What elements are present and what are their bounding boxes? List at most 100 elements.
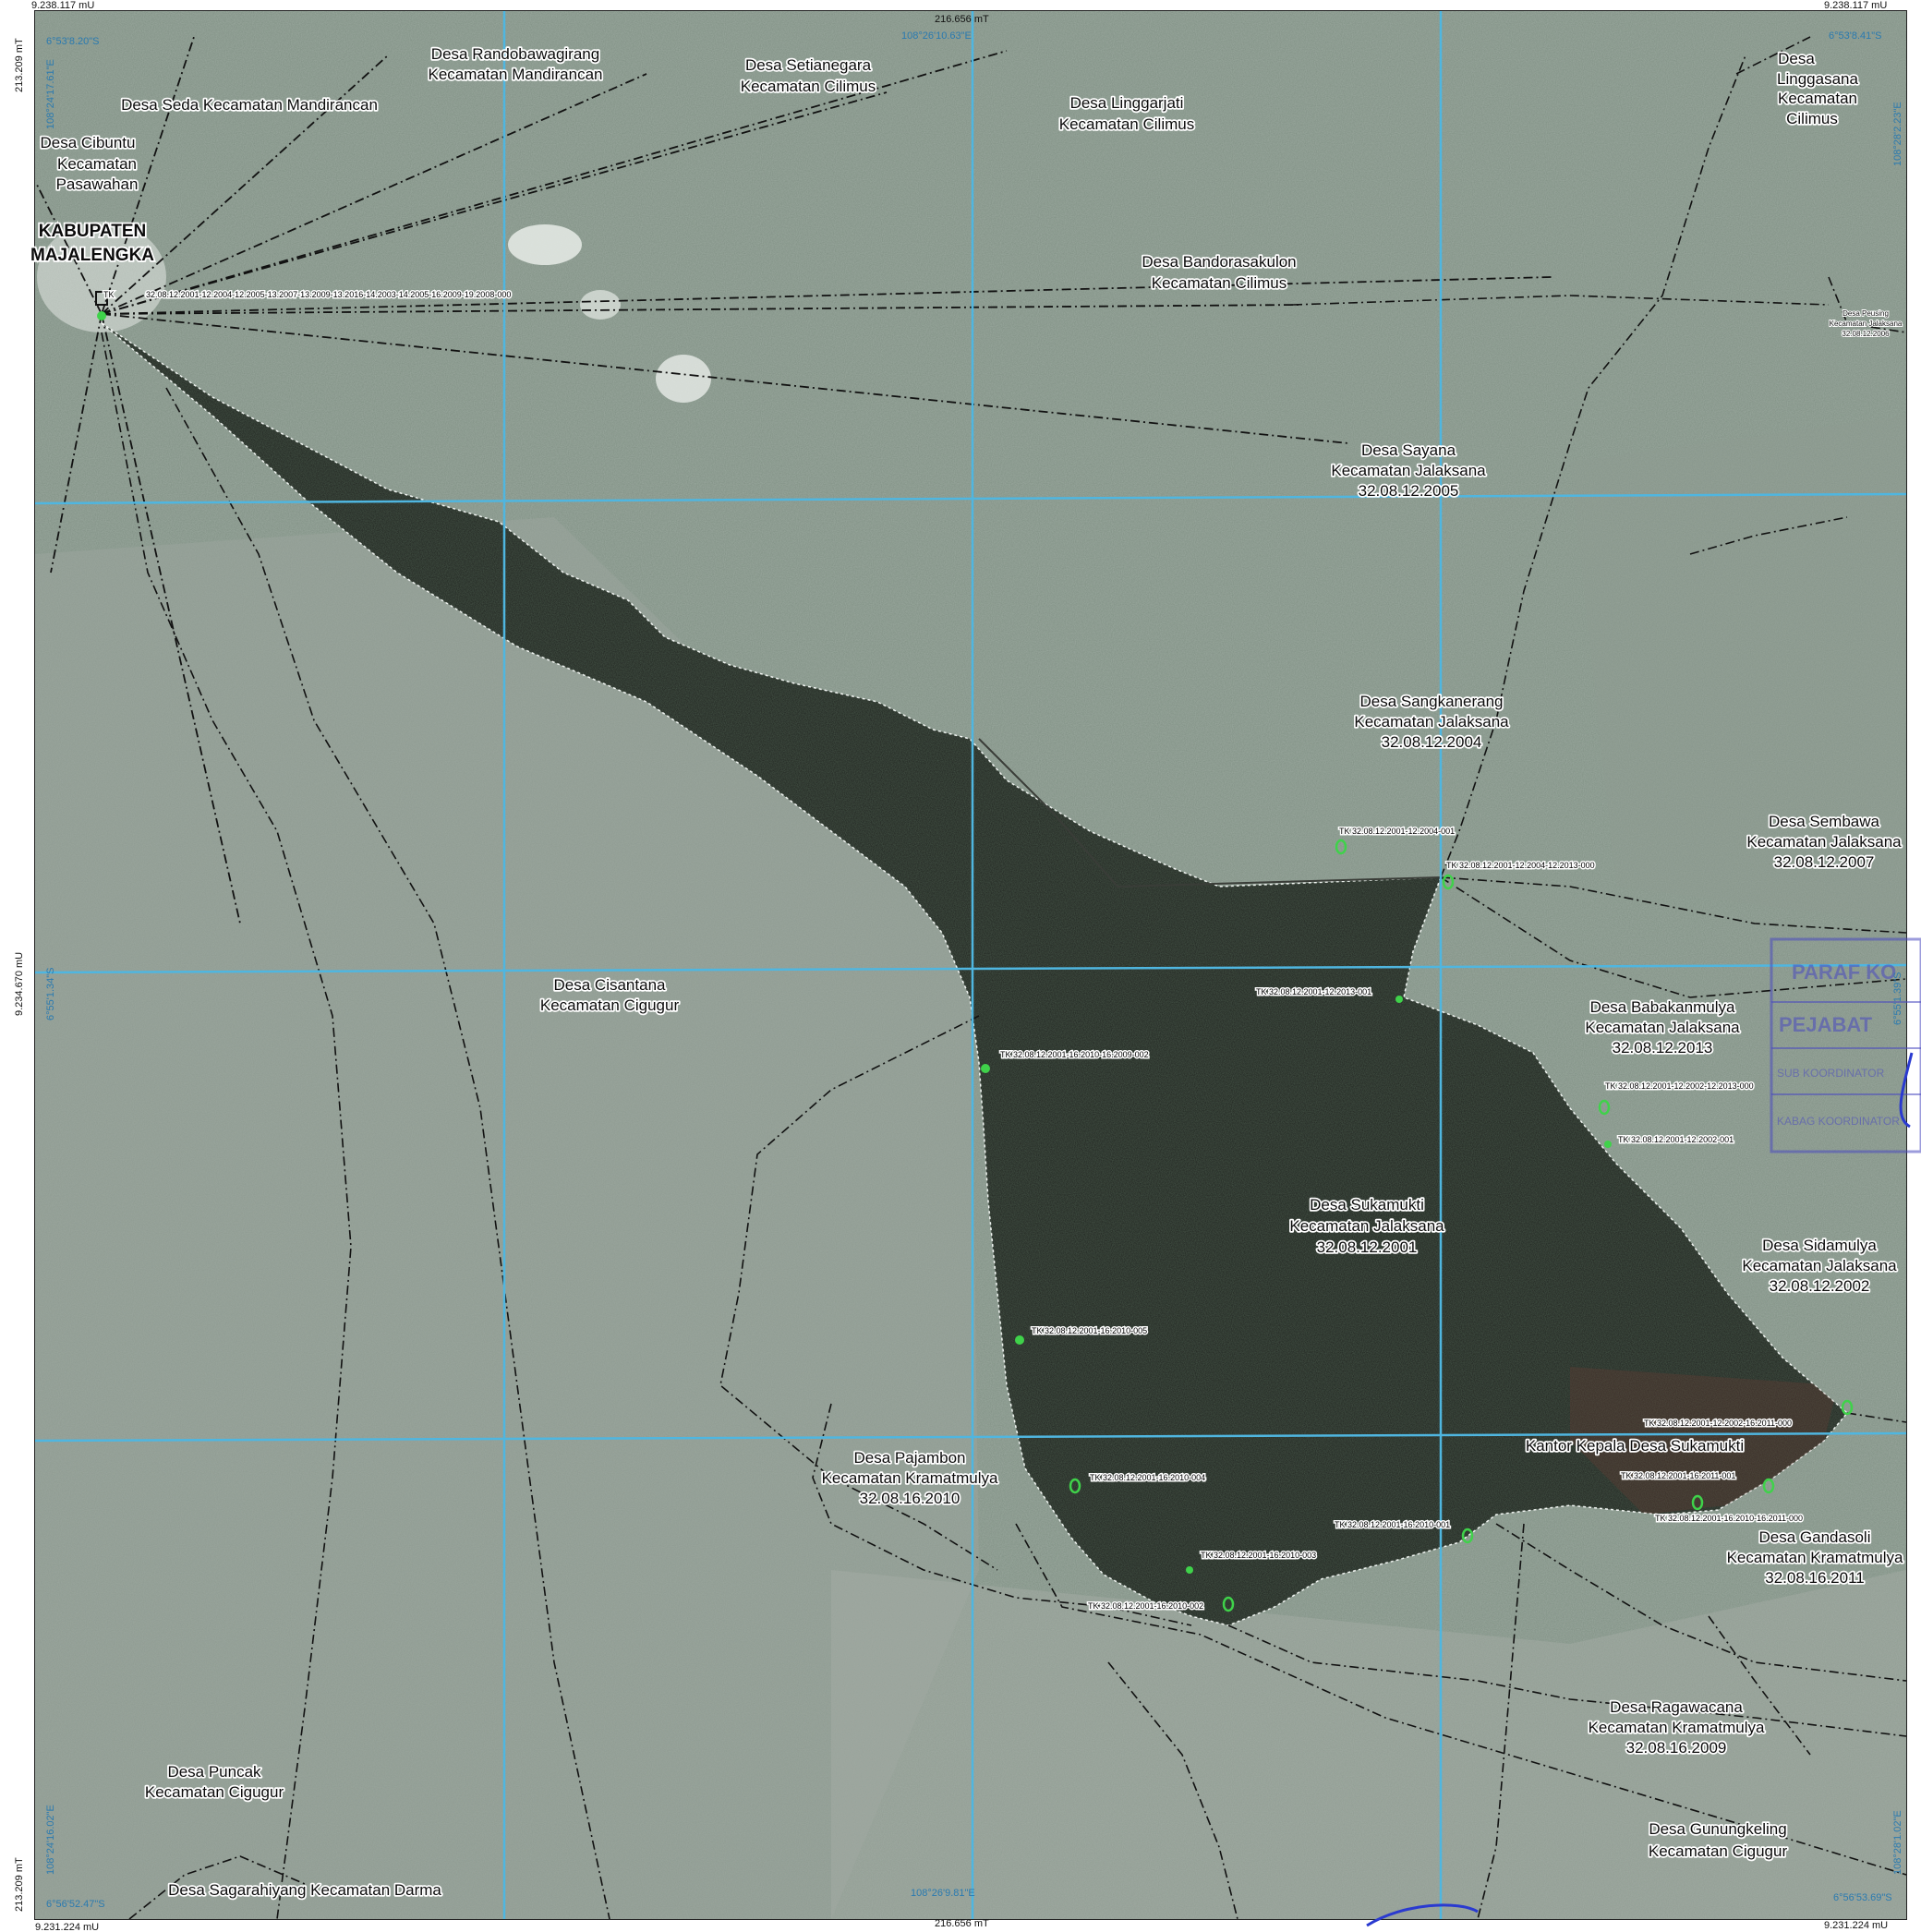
svg-text:TK 32.08.12.2001-12.2004-12.20: TK 32.08.12.2001-12.2004-12.2013-000: [1446, 861, 1595, 870]
svg-text:Pasawahan: Pasawahan: [56, 175, 139, 193]
svg-text:32.08.16.2011: 32.08.16.2011: [1765, 1569, 1864, 1587]
svg-text:TK 32.08.12.2001-16.2010-001: TK 32.08.12.2001-16.2010-001: [1335, 1520, 1450, 1529]
svg-text:Desa Bandorasakulon: Desa Bandorasakulon: [1142, 253, 1296, 271]
apex-boundary-point[interactable]: TK 32.08.12.2001-12.2004-12.2005-13.2007…: [95, 289, 513, 320]
svg-text:Kecamatan Jalaksana: Kecamatan Jalaksana: [1830, 320, 1903, 328]
grid-left-bottom-lon: 108°24'16.02"E: [45, 1805, 56, 1875]
boundary-point[interactable]: TK 32.08.12.2001-16.2010-16.2009-002: [981, 1049, 1150, 1073]
regency-line2: MAJALENGKA: [30, 246, 154, 265]
village-sagarahiyang: Desa Sagarahiyang Kecamatan Darma: [166, 1879, 443, 1901]
village-sukamukti: Desa Sukamukti Kecamatan Jalaksana 32.08…: [1288, 1194, 1446, 1258]
village-babakanmulya: Desa Babakanmulya Kecamatan Jalaksana 32…: [1584, 996, 1742, 1058]
village-cibuntu: Desa Cibuntu Kecamatan Pasawahan: [39, 132, 139, 195]
boundary-point[interactable]: TK 32.08.12.2001-16.2010-16.2011-000: [1654, 1494, 1804, 1525]
svg-text:TK 32.08.12.2001-12.2002-001: TK 32.08.12.2001-12.2002-001: [1618, 1135, 1734, 1144]
grid-bottom-left-lat: 6°56'52.47"S: [46, 1899, 105, 1910]
coord-bottom-left-mu: 9.231.224 mU: [35, 1922, 99, 1932]
svg-text:Desa Gunungkeling: Desa Gunungkeling: [1649, 1820, 1786, 1838]
stamp-line1: PARAF KO: [1792, 960, 1896, 984]
svg-text:32.08.12.2013: 32.08.12.2013: [1613, 1039, 1713, 1057]
coordinate-frame-labels: 9.238.117 mU 9.238.117 mU 216.656 mT 9.2…: [14, 0, 1903, 1932]
coord-bottom-mt: 216.656 mT: [935, 1918, 989, 1929]
svg-text:Linggasana: Linggasana: [1777, 70, 1858, 88]
boundary-point[interactable]: TK 32.08.12.2001-16.2011-001: [1620, 1470, 1775, 1494]
village-sayana: Desa Sayana Kecamatan Jalaksana 32.08.12…: [1330, 440, 1488, 501]
district-boundaries: [101, 36, 1906, 1919]
village-gunungkeling: Desa Gunungkeling Kecamatan Cigugur: [1647, 1818, 1789, 1862]
svg-text:Kecamatan Cilimus: Kecamatan Cilimus: [1152, 274, 1287, 292]
grid-right-top-lon: 108°28'2.23"E: [1892, 102, 1903, 166]
svg-text:32.08.12.2002: 32.08.12.2002: [1770, 1277, 1870, 1295]
svg-text:Kecamatan Cigugur: Kecamatan Cigugur: [145, 1783, 284, 1801]
boundary-point[interactable]: TK 32.08.12.2001-16.2010-003: [1186, 1550, 1318, 1574]
svg-text:Kecamatan Cilimus: Kecamatan Cilimus: [741, 78, 876, 95]
regency-line1: KABUPATEN: [39, 222, 146, 241]
office-label: Kantor Kepala Desa Sukamukti: [1526, 1437, 1744, 1455]
svg-text:Desa Seda Kecamatan Mandiranca: Desa Seda Kecamatan Mandirancan: [121, 96, 378, 114]
svg-text:Desa Puncak: Desa Puncak: [167, 1763, 261, 1781]
village-labels: Desa Randobawagirang Kecamatan Mandiranc…: [39, 43, 1905, 1901]
boundary-point[interactable]: TK 32.08.12.2001-12.2013-001: [1255, 986, 1403, 1003]
svg-text:Desa Sidamulya: Desa Sidamulya: [1762, 1237, 1877, 1254]
svg-text:Desa Cibuntu: Desa Cibuntu: [40, 134, 135, 151]
grid-left-top-lon: 108°24'17.61"E: [45, 59, 56, 129]
svg-text:Kecamatan Jalaksana: Kecamatan Jalaksana: [1331, 462, 1486, 479]
apex-point-label: 32.08.12.2001-12.2004-12.2005-13.2007-13…: [146, 290, 511, 299]
svg-text:32.08.12.2006: 32.08.12.2006: [1842, 330, 1890, 338]
svg-text:TK 32.08.12.2001-12.2002-16.20: TK 32.08.12.2001-12.2002-16.2011-000: [1644, 1419, 1792, 1428]
svg-text:Desa Linggarjati: Desa Linggarjati: [1070, 94, 1184, 112]
boundary-point[interactable]: TK 32.08.12.2001-16.2010-004: [1069, 1472, 1207, 1494]
svg-text:Kecamatan Jalaksana: Kecamatan Jalaksana: [1289, 1217, 1444, 1235]
village-sangkanerang: Desa Sangkanerang Kecamatan Jalaksana 32…: [1353, 691, 1511, 753]
svg-text:TK 32.08.12.2001-16.2010-003: TK 32.08.12.2001-16.2010-003: [1201, 1551, 1316, 1560]
boundary-point[interactable]: TK 32.08.12.2001-12.2004-001: [1335, 826, 1456, 855]
svg-text:Desa Randobawagirang: Desa Randobawagirang: [431, 45, 599, 63]
stamp-line3: SUB KOORDINATOR: [1777, 1067, 1885, 1080]
village-sidamulya: Desa Sidamulya Kecamatan Jalaksana 32.08…: [1741, 1235, 1899, 1297]
coord-top-left-mu: 9.238.117 mU: [31, 0, 94, 11]
grid-left-mid-lat: 6°55'1.34"S: [45, 967, 56, 1020]
boundary-point[interactable]: TK 32.08.12.2001-16.2010-001: [1334, 1519, 1474, 1544]
boundary-point[interactable]: TK 32.08.12.2001-16.2010-002: [1087, 1596, 1235, 1612]
svg-text:TK 32.08.12.2001-16.2010-005: TK 32.08.12.2001-16.2010-005: [1032, 1326, 1147, 1335]
svg-text:Desa Sembawa: Desa Sembawa: [1769, 813, 1880, 830]
boundary-point[interactable]: TK 32.08.12.2001-12.2002-001: [1604, 1134, 1735, 1148]
boundary-points: TK 32.08.12.2001-12.2004-001 TK 32.08.12…: [981, 826, 1854, 1612]
svg-text:Kecamatan: Kecamatan: [1778, 90, 1857, 107]
boundary-point[interactable]: TK 32.08.12.2001-16.2010-005: [1015, 1325, 1149, 1345]
grid-right-mid-lat: 6°55'1.39"S: [1892, 972, 1903, 1025]
svg-text:TK 32.08.12.2001-16.2010-16.20: TK 32.08.12.2001-16.2010-16.2011-000: [1655, 1514, 1803, 1523]
svg-text:Desa Babakanmulya: Desa Babakanmulya: [1590, 998, 1735, 1016]
svg-text:Desa Sangkanerang: Desa Sangkanerang: [1359, 693, 1503, 710]
coord-top-mt: 216.656 mT: [935, 14, 989, 25]
svg-text:TK 32.08.12.2001-16.2011-001: TK 32.08.12.2001-16.2011-001: [1621, 1471, 1735, 1480]
svg-text:32.08.12.2001: 32.08.12.2001: [1317, 1238, 1418, 1256]
village-randobawagirang: Desa Randobawagirang Kecamatan Mandiranc…: [427, 43, 605, 85]
village-puncak: Desa Puncak Kecamatan Cigugur: [143, 1761, 285, 1803]
svg-text:Kecamatan Jalaksana: Kecamatan Jalaksana: [1585, 1019, 1740, 1036]
svg-text:Kecamatan Jalaksana: Kecamatan Jalaksana: [1742, 1257, 1897, 1274]
boundary-point[interactable]: TK 32.08.12.2001-12.2004-12.2013-000: [1442, 860, 1596, 890]
village-bandorasakulon: Desa Bandorasakulon Kecamatan Cilimus: [1141, 251, 1299, 294]
svg-text:Kecamatan Jalaksana: Kecamatan Jalaksana: [1354, 713, 1509, 731]
svg-text:Desa Gandasoli: Desa Gandasoli: [1759, 1528, 1871, 1546]
svg-text:Kecamatan Kramatmulya: Kecamatan Kramatmulya: [1589, 1719, 1765, 1736]
official-stamp: PARAF KO PEJABAT SUB KOORDINATOR KABAG K…: [1770, 937, 1921, 1153]
boundary-point[interactable]: TK 32.08.12.2001-12.2002-12.2013-000: [1598, 1081, 1755, 1116]
svg-text:Desa Pajambon: Desa Pajambon: [854, 1449, 966, 1467]
svg-text:32.08.12.2005: 32.08.12.2005: [1359, 482, 1459, 500]
svg-text:Desa: Desa: [1778, 50, 1815, 67]
signature-mark: [1366, 1903, 1479, 1927]
svg-text:Kecamatan: Kecamatan: [57, 155, 137, 173]
village-peusing: Desa Peusing Kecamatan Jalaksana 32.08.1…: [1829, 308, 1903, 339]
svg-text:Cilimus: Cilimus: [1786, 110, 1838, 127]
svg-text:Desa Sagarahiyang Kecamatan Da: Desa Sagarahiyang Kecamatan Darma: [168, 1881, 441, 1899]
grid-right-top-lat: 6°53'8.41"S: [1829, 30, 1882, 42]
coord-left-top-mt: 213.209 mT: [14, 38, 25, 92]
boundary-point[interactable]: TK 32.08.12.2001-12.2002-16.2011-000: [1643, 1399, 1854, 1430]
svg-text:TK 32.08.12.2001-12.2013-001: TK 32.08.12.2001-12.2013-001: [1256, 987, 1371, 996]
svg-text:TK 32.08.12.2001-16.2010-002: TK 32.08.12.2001-16.2010-002: [1088, 1601, 1203, 1611]
svg-text:Kecamatan Mandirancan: Kecamatan Mandirancan: [428, 66, 602, 83]
radial-boundaries: [36, 36, 1553, 924]
